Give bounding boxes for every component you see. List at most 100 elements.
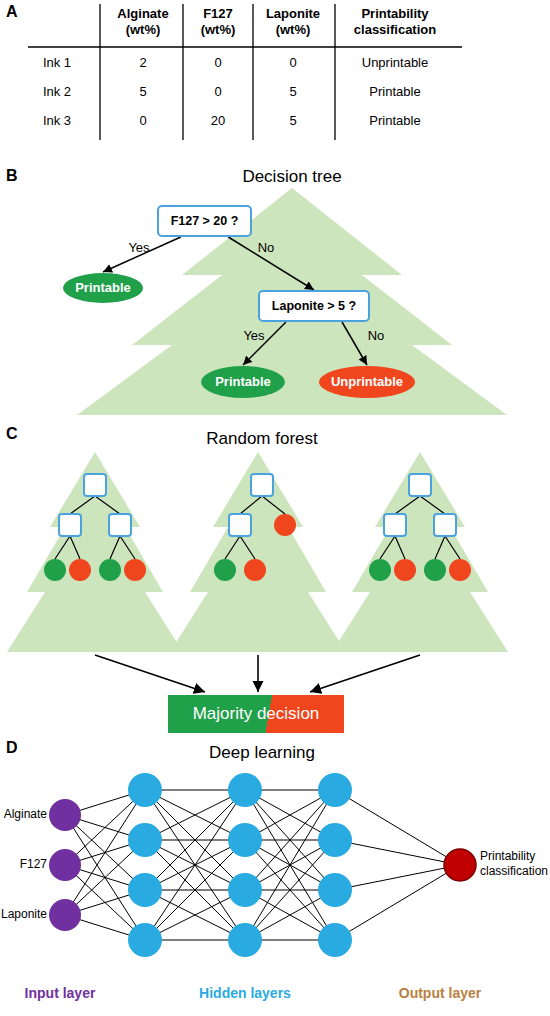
table-header: F127 (wt%) [187,6,249,38]
table-rule [252,4,253,140]
output-neuron [444,849,476,881]
table-cell: 0 [188,84,248,100]
hidden-neuron [318,823,352,857]
panel-letter: D [6,738,30,758]
split-box [59,514,81,536]
leaf-printable [214,559,236,581]
output-label: Printability classification [480,849,550,879]
vote-arrow [257,655,259,692]
hidden-neuron [128,873,162,907]
hidden-neuron [228,823,262,857]
tree-branch-arrow [228,237,314,290]
panel-letter: A [6,2,30,22]
table-header: Laponite (wt%) [255,6,331,38]
hidden-neuron [228,773,262,807]
unprintable-leaf: Unprintable [318,365,416,399]
table-cell: 5 [258,84,328,100]
ellipse-shape [319,366,415,398]
node-text: Laponite > 5 ? [272,299,356,313]
hidden-neuron [128,923,162,957]
node-text: Printable [215,375,271,390]
layer-label: Hidden layers [180,985,310,1002]
tree-shape [170,452,346,652]
node-text: Unprintable [331,375,403,390]
table-cell: 5 [258,113,328,129]
table-cell: 0 [188,55,248,71]
tree-branch [380,496,460,559]
split-box [251,474,273,496]
tree-shape [7,452,183,652]
ellipse-shape [201,366,285,398]
node-text: Printable [75,281,131,296]
split-box [229,514,251,536]
leaf-unprintable [274,514,296,536]
split-box [84,474,106,496]
hidden-neuron [128,823,162,857]
layer-label: Input layer [5,985,115,1002]
panel-title: Random forest [162,428,362,449]
table-rule [99,4,100,140]
table-cell: Ink 3 [27,113,87,129]
split-box [109,514,131,536]
input-neuron [49,899,81,931]
table-cell: 2 [108,55,178,71]
leaf-unprintable [244,559,266,581]
leaf-printable [424,559,446,581]
panel-letter: C [6,424,30,444]
hidden-neuron [128,773,162,807]
table-cell: Ink 1 [27,55,87,71]
edge-label: Yes [125,240,153,256]
hidden-neuron [318,873,352,907]
leaf-unprintable [394,559,416,581]
table-cell: 20 [188,113,248,129]
table-cell: Ink 2 [27,84,87,100]
vote-arrow [95,655,205,692]
tree-branch-arrow [103,237,181,272]
panel-title: Deep learning [162,742,362,763]
tree-branch [55,496,135,559]
leaf-printable [369,559,391,581]
table-rule [28,46,462,47]
printable-leaf: Printable [200,365,286,399]
vote-arrow [310,655,420,692]
printable-leaf: Printable [62,272,144,304]
table-rule [182,4,183,140]
leaf-unprintable [124,559,146,581]
hidden-neuron [318,923,352,957]
tree-shape [77,188,507,415]
split-box [434,514,456,536]
input-neuron [49,849,81,881]
input-label: Alginate [0,807,47,822]
hidden-neuron [318,773,352,807]
leaf-printable [99,559,121,581]
tree-branch-arrow [342,322,367,365]
table-header: Printability classification [339,6,451,38]
table-cell: 0 [108,113,178,129]
table-cell: Printable [340,84,450,100]
panel-letter: B [6,166,30,186]
hidden-neuron [228,923,262,957]
network-connections [65,790,460,940]
edge-label: Yes [240,328,268,344]
input-label: Laponite [0,907,47,922]
panel-title: Decision tree [192,166,392,187]
edge-label: No [252,240,280,256]
majority-box: Majority decision [168,695,344,733]
split-box [409,474,431,496]
table-cell: 5 [108,84,178,100]
node-text: F127 > 20 ? [171,214,239,228]
decision-box: F127 > 20 ? [157,205,252,237]
layer-label: Output layer [380,985,500,1002]
table-rule [334,4,335,140]
table-cell: Printable [340,113,450,129]
tree-shape [332,452,508,652]
decision-box: Laponite > 5 ? [258,290,370,322]
ellipse-shape [63,273,143,303]
hidden-neuron [228,873,262,907]
leaf-unprintable [69,559,91,581]
edge-label: No [362,328,390,344]
input-neuron [49,799,81,831]
